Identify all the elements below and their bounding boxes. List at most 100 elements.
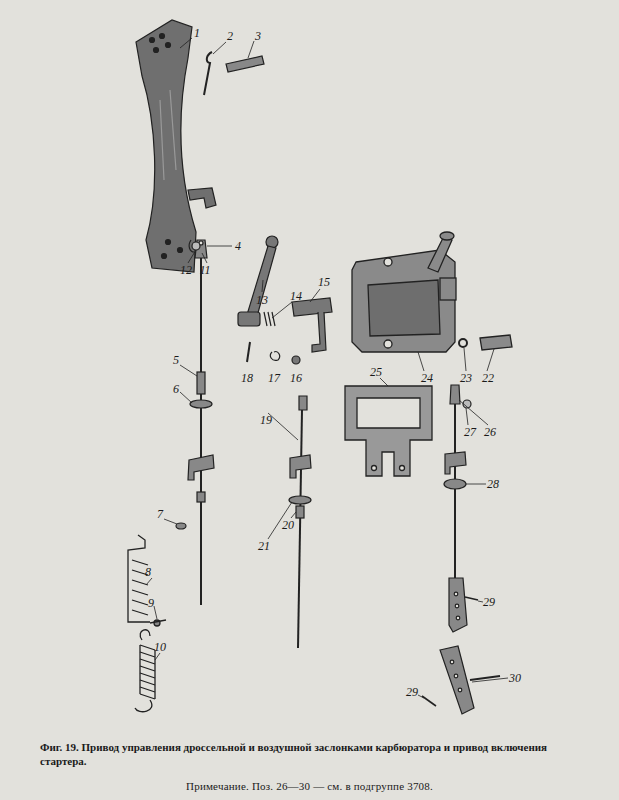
part-outline (454, 404, 456, 578)
callout-number: 20 (281, 519, 295, 531)
part-outline (440, 278, 456, 300)
part-outline (188, 250, 196, 263)
part-outline (139, 645, 140, 694)
part-outline (299, 396, 307, 410)
left-rod (176, 240, 214, 605)
callout-number: 26 (483, 426, 497, 438)
part-outline (202, 253, 207, 263)
callout-number: 12 (179, 264, 193, 276)
part-outline (455, 604, 459, 608)
part-outline (248, 41, 254, 58)
part-outline (466, 408, 468, 425)
part-outline (226, 56, 264, 72)
callout-number: 25 (369, 366, 383, 378)
part-outline (454, 674, 458, 678)
callout-number: 9 (147, 597, 155, 609)
part-outline (160, 34, 165, 39)
part-outline (154, 48, 159, 53)
callout-number: 1 (193, 27, 201, 39)
part-outline (459, 339, 467, 347)
mounting-plate (345, 386, 432, 476)
callout-number: 6 (172, 383, 180, 395)
pins (204, 52, 264, 95)
callout-number: 18 (240, 372, 254, 384)
callout-number: 29 (405, 686, 419, 698)
callout-number: 10 (153, 641, 167, 653)
part-outline (140, 645, 155, 699)
part-outline (247, 342, 250, 362)
callout-number: 21 (257, 540, 271, 552)
part-outline (296, 506, 304, 518)
part-outline (164, 519, 177, 524)
part-outline (160, 90, 176, 180)
part-outline (140, 630, 150, 640)
part-outline (291, 512, 296, 518)
part-outline (176, 523, 186, 529)
part-outline (464, 348, 466, 371)
part-outline (154, 650, 155, 699)
part-outline (345, 386, 432, 476)
part-outline (238, 312, 260, 326)
part-outline (310, 289, 320, 302)
part-outline (449, 578, 467, 632)
part-outline (180, 38, 192, 48)
callout-number: 22 (481, 372, 495, 384)
part-outline (445, 452, 466, 474)
part-outline (190, 400, 212, 408)
callout-number: 2 (226, 30, 234, 42)
footnote: Примечание. Поз. 26—30 — см. в подгруппе… (0, 780, 619, 792)
right-rod (422, 385, 500, 714)
part-outline (264, 312, 275, 326)
part-outline (444, 479, 466, 489)
starter-bracket (352, 232, 512, 352)
callout-number: 11 (198, 264, 211, 276)
part-outline (384, 340, 392, 348)
part-outline (197, 492, 205, 502)
callout-number: 24 (420, 372, 434, 384)
callout-number: 27 (463, 426, 477, 438)
part-outline (472, 678, 508, 682)
part-outline (465, 597, 478, 600)
part-outline (418, 695, 424, 698)
part-outline (128, 535, 150, 622)
part-outline (400, 466, 405, 471)
part-outline (459, 400, 488, 425)
part-outline (262, 280, 263, 292)
part-outline (480, 335, 512, 350)
part-outline (188, 188, 216, 208)
part-outline (268, 413, 298, 440)
callout-number: 30 (508, 672, 522, 684)
part-outline (384, 258, 392, 266)
callout-number: 19 (259, 414, 273, 426)
figure-caption: Фиг. 19. Привод управления дроссельной и… (40, 741, 580, 769)
part-outline (207, 246, 232, 247)
part-outline (368, 280, 440, 336)
part-outline (456, 616, 460, 620)
callout-number: 23 (459, 372, 473, 384)
part-outline (450, 385, 460, 404)
part-outline (458, 688, 462, 692)
part-outline (155, 653, 160, 660)
part-outline (380, 378, 388, 386)
part-outline (166, 240, 171, 245)
part-outline (180, 365, 197, 376)
part-outline (312, 312, 326, 352)
part-outline (270, 352, 279, 361)
part-outline (178, 248, 183, 253)
part-outline (290, 455, 311, 478)
callout-number: 13 (255, 294, 269, 306)
part-outline (428, 236, 452, 272)
part-outline (450, 660, 454, 664)
part-outline (204, 52, 212, 95)
callout-number: 4 (234, 240, 242, 252)
part-outline (197, 372, 205, 394)
part-outline (246, 246, 276, 320)
part-outline (188, 455, 214, 480)
callout-number: 29 (482, 596, 496, 608)
part-outline (136, 20, 196, 272)
hand-lever (238, 236, 332, 364)
callout-number: 15 (317, 276, 331, 288)
part-outline (289, 496, 311, 504)
part-outline (422, 696, 436, 706)
